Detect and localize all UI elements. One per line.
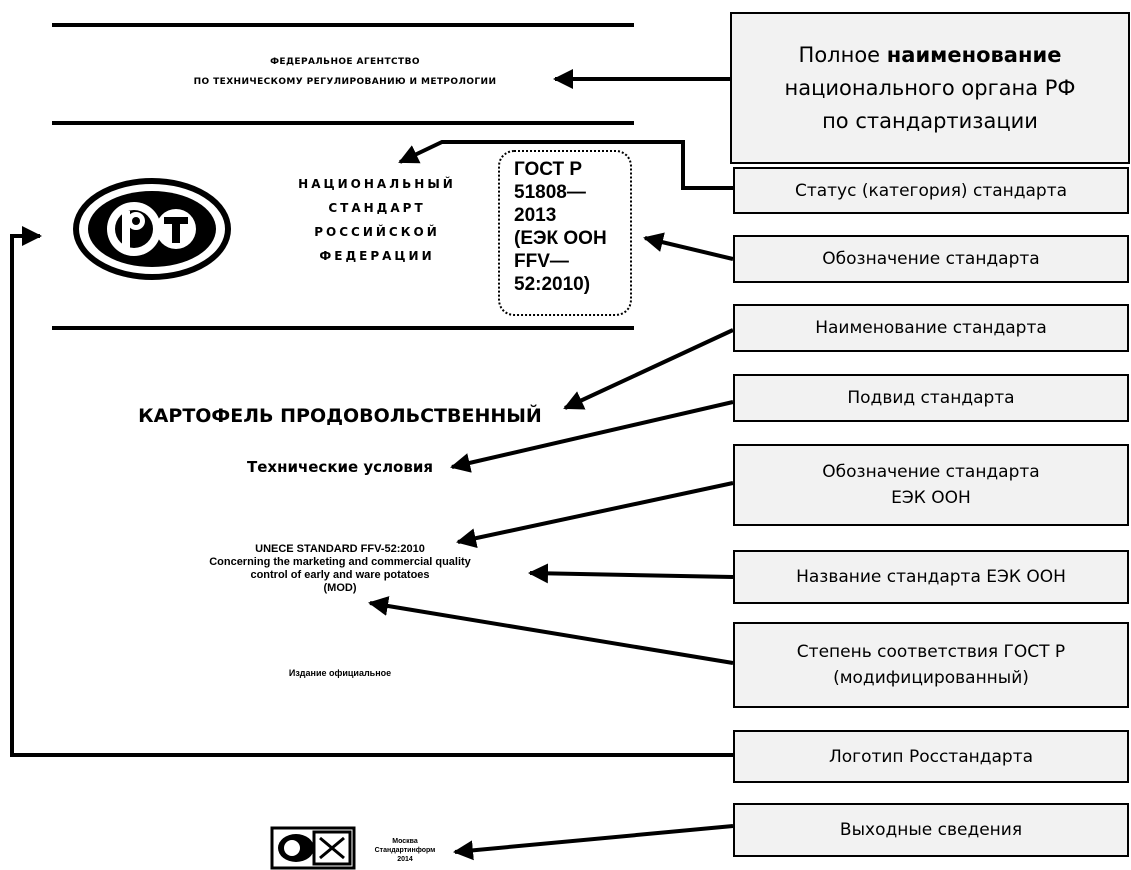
gost-line-6: 52:2010) bbox=[514, 274, 591, 295]
middle-rule bbox=[52, 121, 634, 125]
unece-line-4: (MOD) bbox=[323, 582, 357, 594]
callout-imprint-label: Выходные сведения bbox=[839, 820, 1023, 840]
unece-line-2: Concerning the marketing and commercial … bbox=[209, 556, 471, 568]
callout-logo: Логотип Росстандарта bbox=[733, 730, 1129, 783]
callout-designation-label: Обозначение стандарта bbox=[822, 249, 1040, 269]
callout-unece-designation: Обозначение стандарта ЕЭК ООН bbox=[733, 444, 1129, 526]
callout-imprint: Выходные сведения bbox=[733, 803, 1129, 857]
callout-unece-name-label: Название стандарта ЕЭК ООН bbox=[796, 567, 1066, 587]
agency-line-2: ПО ТЕХНИЧЕСКОМУ РЕГУЛИРОВАНИЮ И МЕТРОЛОГ… bbox=[193, 77, 497, 87]
national-standard-label: НАЦИОНАЛЬНЫЙ СТАНДАРТ РОССИЙСКОЙ ФЕДЕРАЦ… bbox=[282, 172, 472, 268]
callout-body-name-line-1: Полное наименование bbox=[784, 39, 1075, 72]
callout-unece-name: Название стандарта ЕЭК ООН bbox=[733, 550, 1129, 604]
callout-unece-designation-line-1: Обозначение стандарта bbox=[822, 462, 1040, 482]
callout-status: Статус (категория) стандарта bbox=[733, 167, 1129, 214]
natstd-line-4: ФЕДЕРАЦИИ bbox=[319, 249, 435, 263]
gost-line-3: 2013 bbox=[514, 205, 557, 226]
edition-label: Издание официальное bbox=[288, 668, 392, 678]
callout-body-name-prefix: Полное bbox=[798, 42, 887, 67]
natstd-line-2: СТАНДАРТ bbox=[328, 201, 426, 215]
arrow-designation bbox=[643, 232, 734, 261]
callout-conformity-line-1: Степень соответствия ГОСТ Р bbox=[796, 642, 1066, 662]
gost-designation-box: ГОСТ Р 51808— 2013 (ЕЭК ООН FFV— 52:2010… bbox=[498, 150, 632, 316]
publisher-line-3: 2014 bbox=[397, 856, 413, 863]
callout-unece-designation-line-2: ЕЭК ООН bbox=[891, 488, 971, 508]
arrow-conformity bbox=[368, 596, 734, 665]
callout-subtype-label: Подвид стандарта bbox=[847, 388, 1015, 408]
publisher-line-1: Москва bbox=[392, 838, 418, 845]
agency-line-1: ФЕДЕРАЛЬНОЕ АГЕНТСТВО bbox=[270, 57, 420, 67]
gost-line-1: ГОСТ Р bbox=[514, 159, 583, 180]
unece-line-3: control of early and ware potatoes bbox=[250, 569, 430, 581]
callout-body-name-bold: наименование bbox=[886, 42, 1062, 67]
callout-name-label: Наименование стандарта bbox=[815, 318, 1047, 338]
arrow-logo bbox=[10, 226, 733, 757]
standard-title: КАРТОФЕЛЬ ПРОДОВОЛЬСТВЕННЫЙ bbox=[138, 405, 542, 427]
arrow-unece-designation bbox=[456, 481, 734, 549]
arrow-unece-name bbox=[528, 563, 734, 584]
callout-status-label: Статус (категория) стандарта bbox=[794, 180, 1068, 201]
callout-conformity-line-2: (модифицированный) bbox=[833, 668, 1029, 688]
callout-designation: Обозначение стандарта bbox=[733, 235, 1129, 283]
gost-line-2: 51808— bbox=[514, 182, 586, 203]
arrow-status bbox=[398, 140, 733, 190]
gost-line-4: (ЕЭК ООН bbox=[514, 228, 607, 249]
rosstandart-logo-icon bbox=[73, 178, 231, 280]
callout-body-name-line-3: по стандартизации bbox=[822, 108, 1038, 133]
callout-subtype: Подвид стандарта bbox=[733, 374, 1129, 422]
arrow-imprint bbox=[453, 824, 734, 861]
standartinform-logo-icon bbox=[270, 826, 356, 870]
callout-body-name: Полное наименование национального органа… bbox=[730, 12, 1130, 164]
callout-body-name-line-2: национального органа РФ bbox=[784, 75, 1076, 100]
top-rule bbox=[52, 23, 634, 27]
arrow-subtype bbox=[450, 400, 734, 473]
unece-line-1: UNECE STANDARD FFV-52:2010 bbox=[255, 543, 425, 555]
callout-conformity: Степень соответствия ГОСТ Р (модифициров… bbox=[733, 622, 1129, 708]
publisher-line-2: Стандартинформ bbox=[374, 847, 436, 854]
natstd-line-1: НАЦИОНАЛЬНЫЙ bbox=[298, 177, 456, 191]
standard-subtitle: Технические условия bbox=[247, 458, 433, 476]
natstd-line-3: РОССИЙСКОЙ bbox=[314, 225, 440, 239]
callout-name: Наименование стандарта bbox=[733, 304, 1129, 352]
agency-name: ФЕДЕРАЛЬНОЕ АГЕНТСТВО ПО ТЕХНИЧЕСКОМУ РЕ… bbox=[130, 52, 560, 92]
gost-line-5: FFV— bbox=[514, 251, 569, 272]
unece-standard-block: UNECE STANDARD FFV-52:2010 Concerning th… bbox=[140, 543, 540, 595]
publisher-imprint: Москва Стандартинформ 2014 bbox=[360, 837, 450, 864]
bottom-rule bbox=[52, 326, 634, 330]
arrow-name bbox=[563, 328, 734, 410]
callout-logo-label: Логотип Росстандарта bbox=[828, 746, 1034, 767]
